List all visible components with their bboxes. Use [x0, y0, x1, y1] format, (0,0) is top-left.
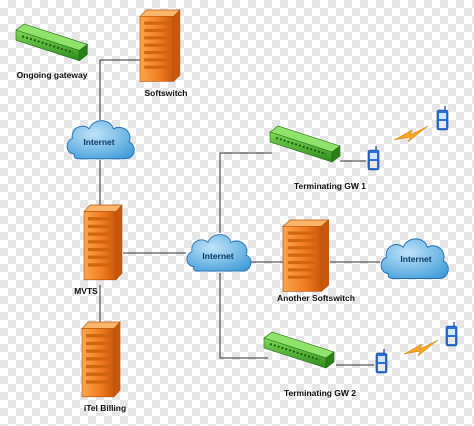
- server-icon: [83, 204, 123, 281]
- server-icon: [282, 219, 330, 292]
- phone-icon: [375, 348, 388, 374]
- lightning-icon: [403, 339, 439, 357]
- terminating-gw1-label: Terminating GW 1: [294, 181, 366, 191]
- itel-billing-node: iTel Billing: [81, 321, 126, 413]
- mobile-top-group: [367, 105, 449, 171]
- softswitch-label: Softswitch: [145, 88, 188, 98]
- internet-right-label: Internet: [400, 254, 431, 264]
- phone-icon: [436, 105, 449, 131]
- gateway-icon: [269, 125, 341, 163]
- terminating-gw2-node: Terminating GW 2: [263, 331, 356, 398]
- another-softswitch-label: Another Softswitch: [277, 293, 355, 303]
- link-internet-gw1: [219, 152, 272, 233]
- link-internet-gw2: [219, 273, 268, 359]
- internet-top-node: Internet: [66, 120, 135, 160]
- phone-icon: [445, 321, 458, 347]
- mvts-node: MVTS: [74, 204, 123, 296]
- internet-right-node: Internet: [380, 238, 449, 279]
- internet-center-node: Internet: [186, 234, 252, 272]
- mvts-label: MVTS: [74, 286, 98, 296]
- terminating-gw1-node: Terminating GW 1: [269, 125, 366, 191]
- server-icon: [81, 321, 121, 398]
- gateway-icon: [263, 331, 335, 369]
- internet-top-label: Internet: [83, 137, 114, 147]
- phone-icon: [367, 145, 380, 171]
- gateway-icon: [14, 22, 89, 62]
- ongoing-gateway-node: Ongoing gateway: [14, 22, 89, 80]
- another-softswitch-node: Another Softswitch: [277, 219, 355, 303]
- server-icon: [139, 9, 181, 82]
- softswitch-node: Softswitch: [139, 9, 188, 98]
- lightning-icon: [393, 125, 429, 143]
- internet-center-label: Internet: [202, 251, 233, 261]
- mobile-bottom-group: [375, 321, 458, 374]
- connections: [99, 59, 380, 366]
- itel-billing-label: iTel Billing: [84, 403, 126, 413]
- terminating-gw2-label: Terminating GW 2: [284, 388, 356, 398]
- ongoing-gateway-label: Ongoing gateway: [17, 70, 88, 80]
